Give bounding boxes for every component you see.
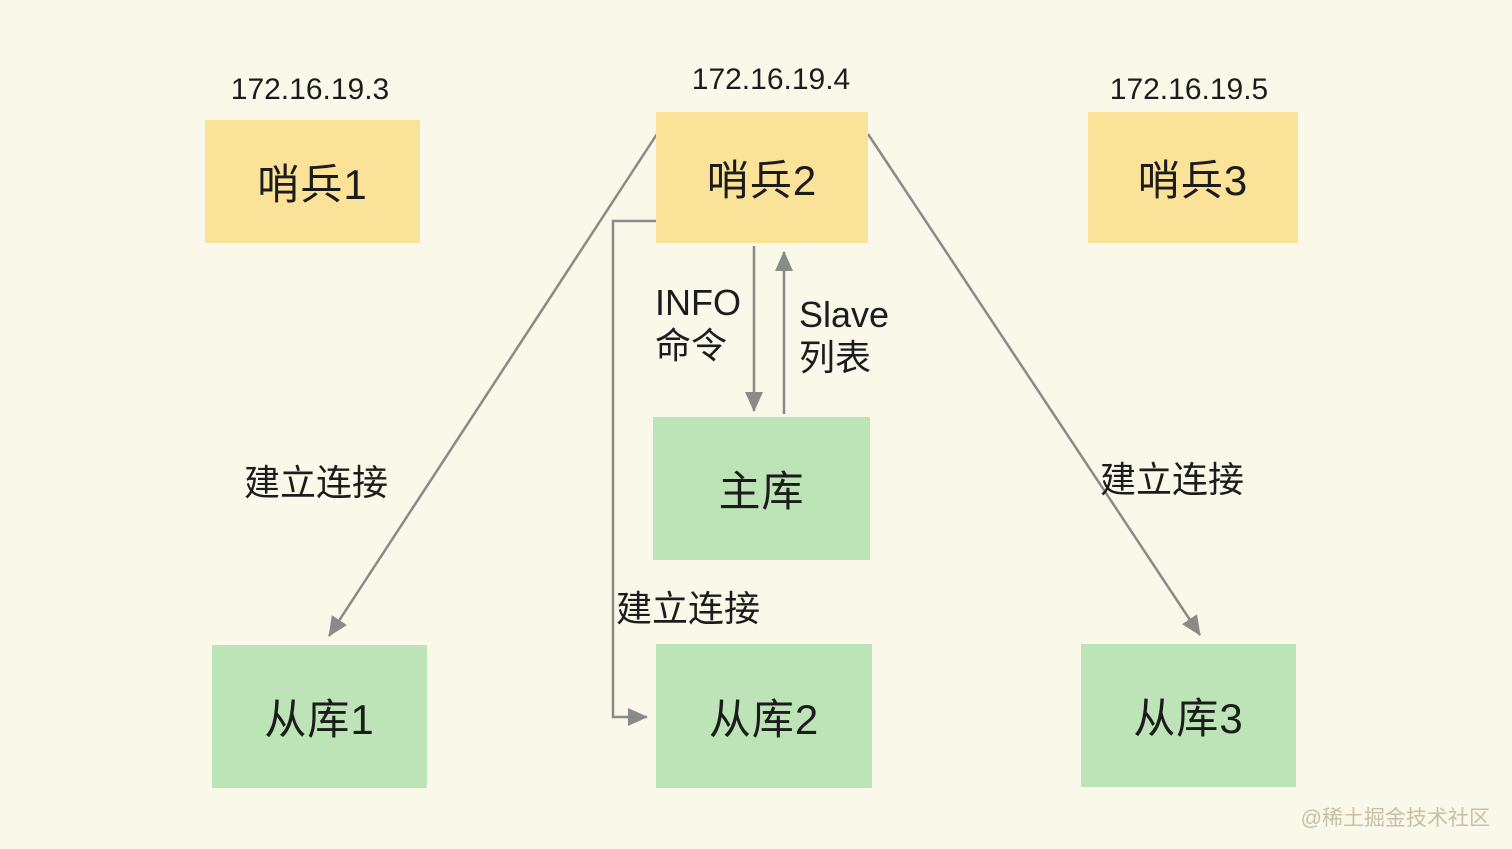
edge-label-connect-slave3: 建立连接 — [1100, 459, 1245, 500]
node-sentinel2: 哨兵2 — [656, 112, 868, 243]
edge-label-slave-line1: Slave — [799, 294, 890, 335]
node-slave2: 从库2 — [656, 644, 872, 788]
ip-label-sentinel2: 172.16.19.4 — [691, 63, 851, 96]
edge-label-info-line2: 命令 — [655, 325, 728, 366]
node-sentinel2-label: 哨兵2 — [706, 157, 818, 204]
edge-label-info-command: INFO 命令 — [655, 281, 741, 367]
node-master-label: 主库 — [718, 468, 805, 515]
arrow-sentinel2-to-slave2 — [611, 219, 657, 726]
edge-label-slave-line2: 列表 — [799, 337, 872, 378]
edge-label-slave-list: Slave 列表 — [799, 293, 889, 379]
edge-label-connect-slave2: 建立连接 — [616, 588, 761, 629]
ip-label-sentinel3: 172.16.19.5 — [1109, 73, 1269, 106]
watermark: @稀土掘金技术社区 — [1300, 807, 1490, 830]
node-slave1: 从库1 — [212, 645, 427, 788]
edge-label-info-line1: INFO — [655, 282, 741, 323]
node-sentinel1: 哨兵1 — [205, 120, 420, 243]
node-slave1-label: 从库1 — [264, 696, 375, 743]
arrow-sentinel2-to-slave3 — [866, 133, 1202, 636]
node-master: 主库 — [653, 417, 870, 560]
arrow-sentinel2-to-slave1 — [327, 133, 659, 637]
edge-label-connect-slave1: 建立连接 — [244, 462, 389, 503]
ip-label-sentinel1: 172.16.19.3 — [230, 73, 390, 106]
node-slave2-label: 从库2 — [708, 695, 820, 743]
node-slave3: 从库3 — [1081, 644, 1296, 787]
node-sentinel1-label: 哨兵1 — [257, 161, 368, 208]
node-sentinel3-label: 哨兵3 — [1137, 157, 1249, 204]
node-sentinel3: 哨兵3 — [1088, 112, 1298, 243]
node-slave3-label: 从库3 — [1133, 695, 1244, 742]
